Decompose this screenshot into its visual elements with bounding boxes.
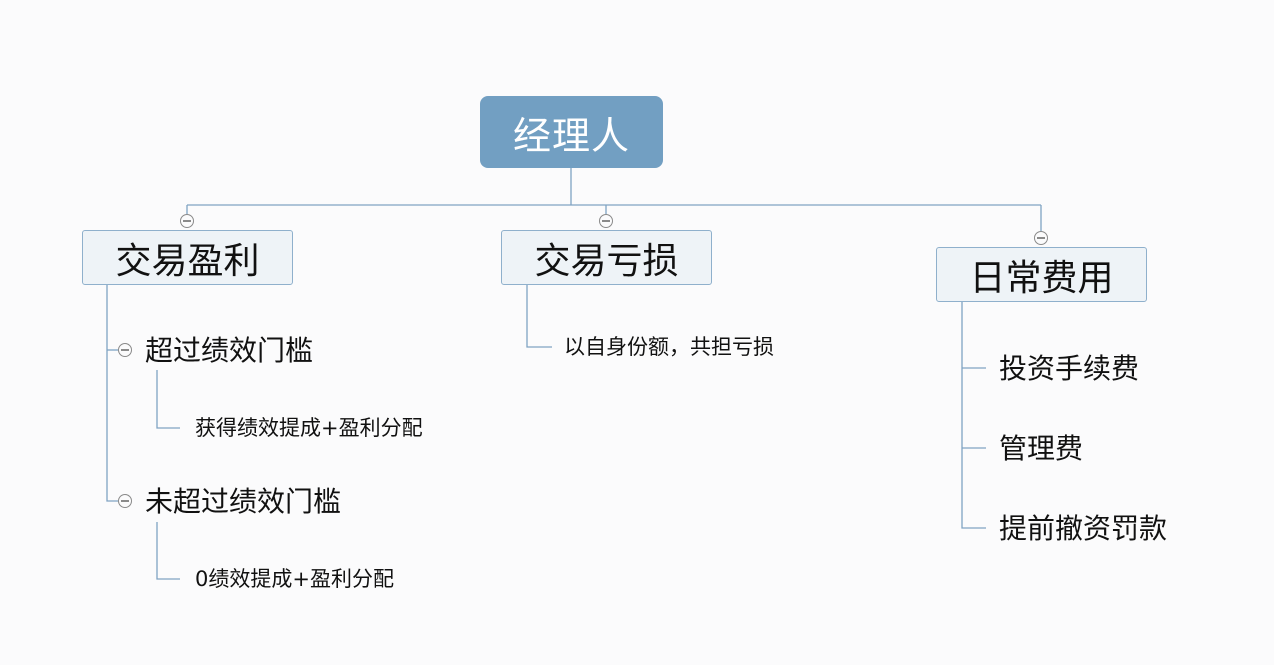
subtopic-not-exceed-threshold[interactable]: 未超过绩效门槛 (145, 485, 342, 518)
branch-label: 交易盈利 (115, 240, 260, 282)
branch-node-daily-expenses[interactable]: 日常费用 (936, 247, 1147, 302)
subtopic-investment-fee[interactable]: 投资手续费 (999, 352, 1140, 385)
collapse-toggle-icon[interactable] (118, 494, 132, 508)
root-node[interactable]: 经理人 (480, 96, 663, 168)
branch-label: 交易亏损 (534, 240, 679, 282)
subtopic-early-withdrawal-penalty[interactable]: 提前撤资罚款 (999, 512, 1168, 545)
leaf-topic[interactable]: 0绩效提成+盈利分配 (195, 567, 394, 591)
branch-node-profit[interactable]: 交易盈利 (82, 230, 293, 285)
subtopic-exceed-threshold[interactable]: 超过绩效门槛 (145, 334, 314, 367)
collapse-toggle-icon[interactable] (180, 214, 194, 228)
root-label: 经理人 (512, 113, 630, 158)
leaf-topic[interactable]: 以自身份额，共担亏损 (564, 335, 774, 359)
branch-node-loss[interactable]: 交易亏损 (501, 230, 712, 285)
branch-label: 日常费用 (969, 257, 1114, 299)
subtopic-management-fee[interactable]: 管理费 (999, 432, 1084, 465)
leaf-topic[interactable]: 获得绩效提成+盈利分配 (195, 416, 423, 440)
collapse-toggle-icon[interactable] (599, 214, 613, 228)
collapse-toggle-icon[interactable] (118, 343, 132, 357)
collapse-toggle-icon[interactable] (1034, 231, 1048, 245)
